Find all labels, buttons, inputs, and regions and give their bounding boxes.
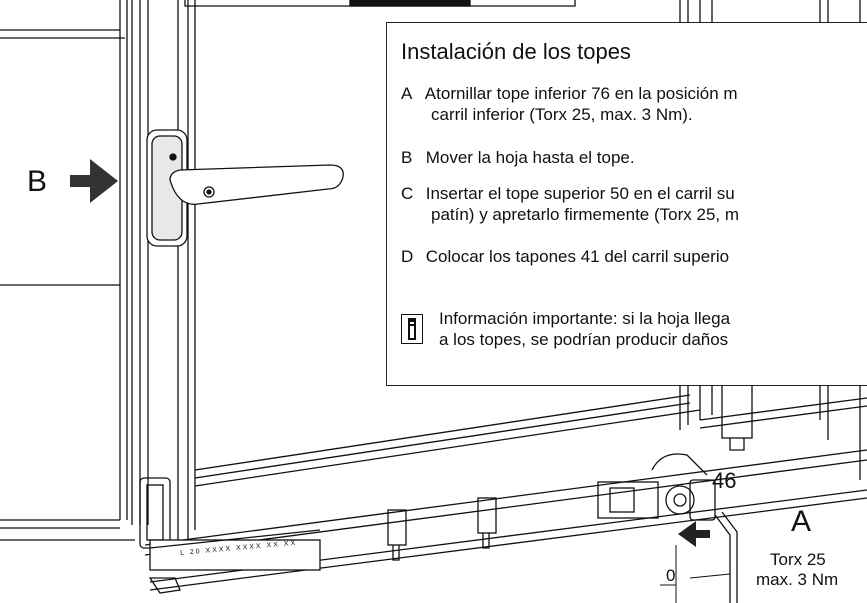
step-text-cont: patín) y apretarlo firmemente (Torx 25, … bbox=[431, 205, 740, 224]
step-d: D Colocar los tapones 41 del carril supe… bbox=[401, 246, 729, 267]
dimension-label: 0 bbox=[666, 566, 676, 585]
torque-spec-line1: Torx 25 bbox=[770, 550, 826, 569]
step-text: Insertar el tope superior 50 en el carri… bbox=[425, 184, 735, 203]
step-a: A Atornillar tope inferior 76 en la posi… bbox=[401, 83, 738, 125]
info-icon bbox=[401, 314, 423, 344]
step-text: Colocar los tapones 41 del carril superi… bbox=[425, 247, 730, 266]
part-number-label: 46 bbox=[712, 468, 737, 493]
step-text: Atornillar tope inferior 76 en la posici… bbox=[424, 84, 738, 103]
step-letter: D bbox=[401, 247, 414, 266]
callout-b: B bbox=[27, 165, 48, 198]
step-b: B Mover la hoja hasta el tope. bbox=[401, 147, 635, 168]
note-text: Información importante: si la hoja llega bbox=[439, 309, 731, 328]
step-text: Mover la hoja hasta el tope. bbox=[425, 148, 635, 167]
installation-instructions-panel: Instalación de los topes A Atornillar to… bbox=[386, 22, 867, 386]
panel-title: Instalación de los topes bbox=[401, 39, 631, 64]
step-letter: B bbox=[401, 148, 413, 167]
note-text-cont: a los topes, se podrían producir daños bbox=[439, 330, 729, 349]
torque-spec-line2: max. 3 Nm bbox=[756, 570, 839, 589]
callout-a: A bbox=[791, 505, 812, 538]
step-letter: A bbox=[401, 84, 413, 103]
step-letter: C bbox=[401, 184, 414, 203]
step-text-cont: carril inferior (Torx 25, max. 3 Nm). bbox=[431, 105, 693, 124]
step-c: C Insertar el tope superior 50 en el car… bbox=[401, 183, 739, 225]
